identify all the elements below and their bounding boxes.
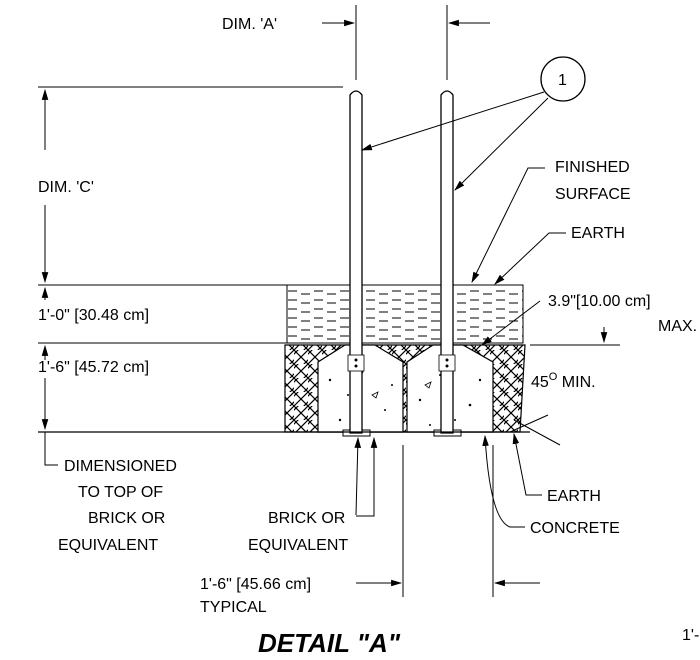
embed-depth-label: 1'-6" [45.72 cm]	[38, 359, 149, 376]
max-depth-leader	[481, 300, 541, 346]
brick-leader	[512, 432, 542, 496]
detail-title: DETAIL "A"	[258, 628, 401, 658]
earth-top-label: EARTH	[571, 225, 625, 242]
callout-number: 1	[558, 72, 567, 89]
earth-bottom-label: EARTH	[547, 488, 601, 505]
post-right	[438, 90, 456, 434]
spacing-label-1: 1'-6" [45.66 cm]	[200, 576, 311, 593]
earth-depth-label: 1'-0" [30.48 cm]	[38, 307, 149, 324]
dimensioned-label-1: DIMENSIONED	[64, 458, 177, 475]
dim-a-label: DIM. 'A'	[222, 16, 277, 33]
dimensioned-label-3: BRICK OR	[88, 510, 165, 527]
brick-left-leader	[356, 436, 378, 517]
finished-surface-label-1: FINISHED	[555, 159, 630, 176]
extension-lines	[38, 5, 620, 597]
dimensioned-label-4: EQUIVALENT	[58, 537, 158, 554]
dimensioned-label-2: TO TOP OF	[78, 484, 163, 501]
concrete-label: CONCRETE	[530, 520, 620, 537]
dim-c-label: DIM. 'C'	[38, 179, 94, 196]
brick-label-1: BRICK OR	[268, 510, 345, 527]
earth-top-leader	[494, 232, 566, 285]
finished-surface-label-2: SURFACE	[555, 186, 631, 203]
dimensioned-leader	[44, 432, 58, 466]
angle-min: MIN.	[557, 374, 595, 391]
finished-surface-leader	[471, 167, 545, 283]
callout-leader-right	[454, 97, 549, 191]
max-depth-label-1: 3.9"[10.00 cm]	[548, 293, 651, 310]
angle-line	[513, 419, 561, 446]
post-base-arrow	[354, 436, 362, 516]
angle-degree: O	[549, 371, 558, 383]
callout-leader-left	[360, 91, 545, 151]
max-depth-label-2: MAX.	[658, 318, 697, 335]
spacing-label-2: TYPICAL	[200, 599, 267, 616]
edge-fragment-label: 1'-	[682, 627, 699, 644]
finished-surface-layer	[286, 284, 524, 344]
post-left	[347, 90, 365, 434]
angle-tick	[509, 414, 549, 433]
angle-value: 45	[531, 374, 549, 391]
angle-label: 45O MIN.	[531, 371, 596, 391]
brick-label-2: EQUIVALENT	[248, 537, 348, 554]
callout-bubble	[540, 56, 586, 102]
concrete-leader	[482, 434, 525, 528]
